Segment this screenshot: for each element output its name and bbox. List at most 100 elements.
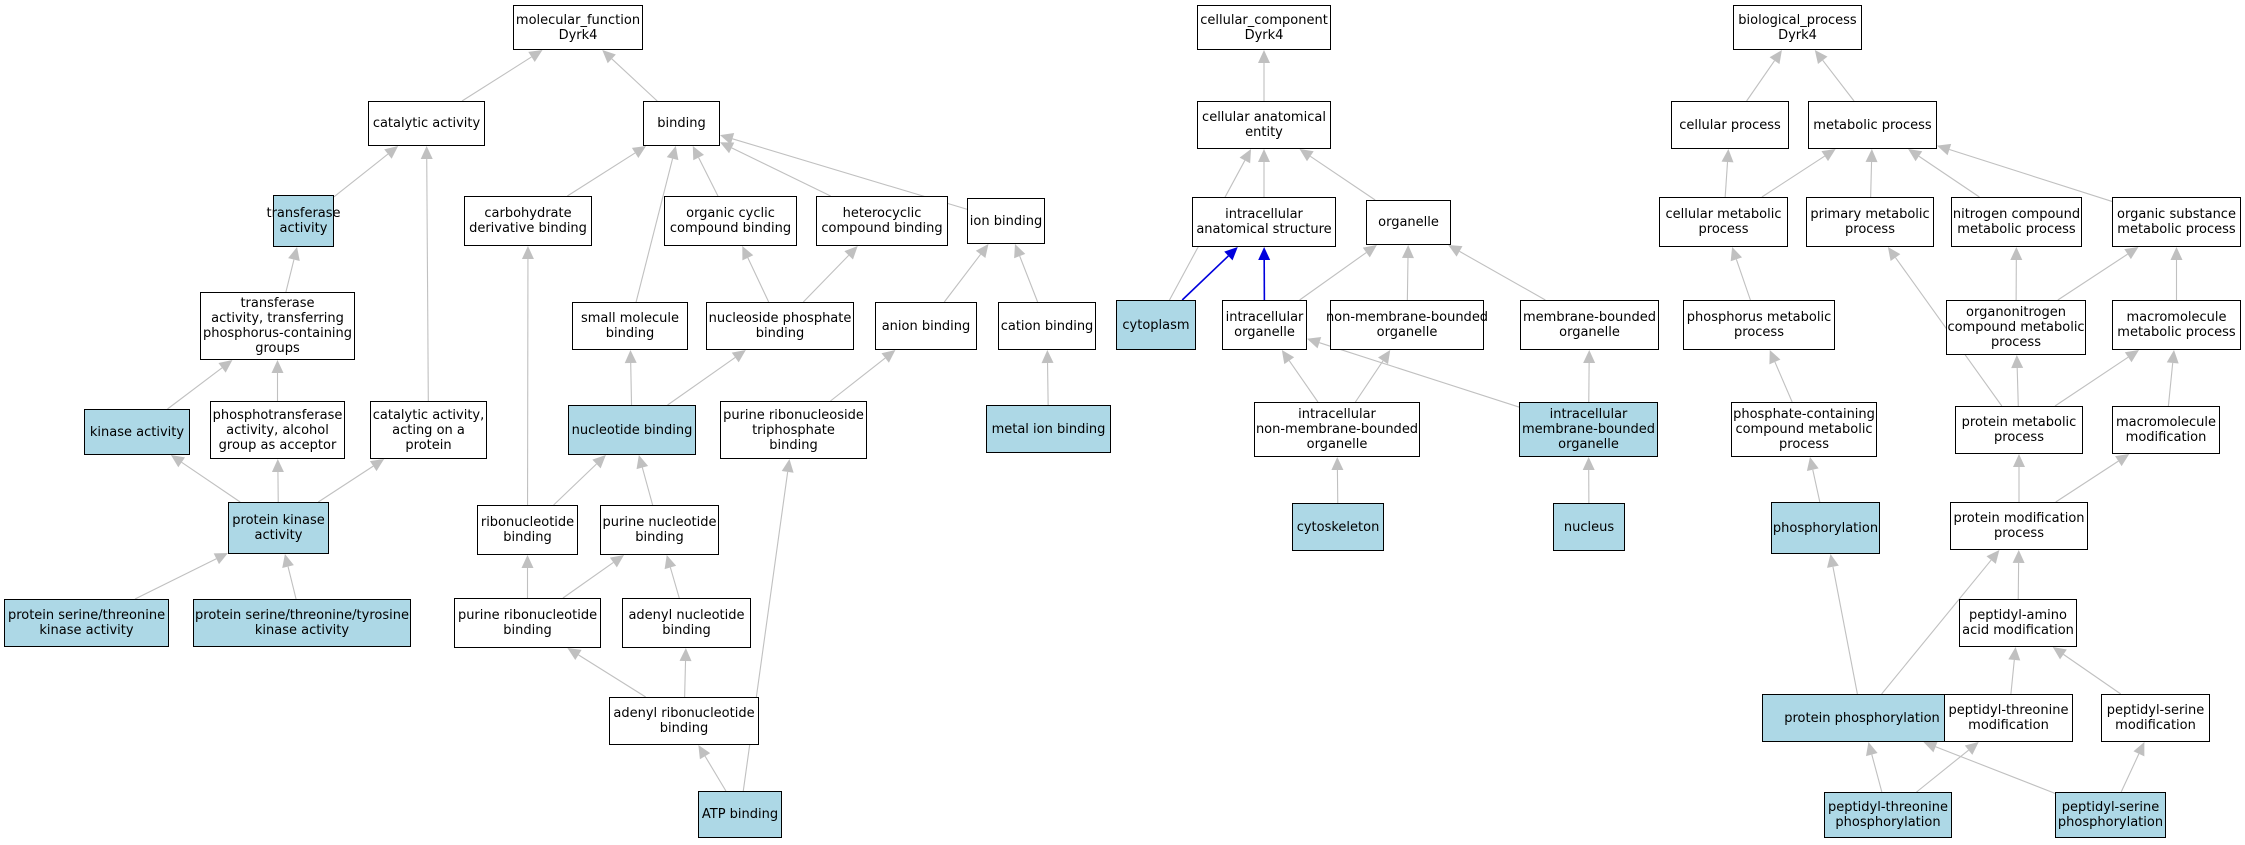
term-label: nitrogen compound xyxy=(1952,207,2081,222)
term-node-anion[interactable]: anion binding xyxy=(875,302,977,350)
edge-arrowhead xyxy=(420,146,433,160)
term-node-catalytic[interactable]: catalytic activity xyxy=(368,101,485,146)
edge-purine_ribo-to-purine_nuc xyxy=(562,562,614,599)
term-label: organic substance xyxy=(2117,207,2236,222)
term-label: binding xyxy=(755,326,805,341)
edge-arrowhead xyxy=(1986,550,2000,564)
term-node-metab[interactable]: metabolic process xyxy=(1808,101,1937,149)
term-node-metal-ion[interactable]: metal ion binding xyxy=(986,405,1111,453)
term-node-nucleotide[interactable]: nucleotide binding xyxy=(568,405,696,455)
edge-catalytic-to-mf_root xyxy=(461,56,532,102)
term-node-ion-binding[interactable]: ion binding xyxy=(967,198,1045,244)
term-node-organelle[interactable]: organelle xyxy=(1366,200,1451,245)
edge-intra_mem-to-intra_org xyxy=(1319,342,1520,408)
term-node-cytoskeleton[interactable]: cytoskeleton xyxy=(1292,503,1384,551)
edge-macro_mod-to-macro_metab xyxy=(2167,362,2174,407)
term-label: peptidyl-threonine xyxy=(1828,800,1948,815)
edge-ser_thr_tyr_kinase-to-protein_kinase xyxy=(287,566,297,600)
edge-organonitro-to-org_sub_metab xyxy=(2057,253,2128,301)
edge-arrowhead xyxy=(1827,554,1839,568)
term-label: ribonucleotide xyxy=(480,515,575,530)
term-node-atp[interactable]: ATP binding xyxy=(698,791,782,838)
edge-metal_ion-to-cation xyxy=(1046,362,1049,406)
edge-cation-to-ion_binding xyxy=(1019,255,1039,303)
term-node-cation[interactable]: cation binding xyxy=(998,302,1096,350)
term-node-binding[interactable]: binding xyxy=(643,101,720,146)
edge-arrowhead xyxy=(1583,350,1596,364)
term-label: compound binding xyxy=(669,221,792,236)
edge-arrowhead xyxy=(1937,143,1952,156)
term-label: process xyxy=(1734,325,1784,340)
term-node-nucleus[interactable]: nucleus xyxy=(1553,503,1625,551)
edge-arrowhead xyxy=(528,50,543,63)
edge-arrowhead xyxy=(1769,50,1782,65)
term-node-prot-phos[interactable]: protein phosphorylation xyxy=(1762,694,1962,742)
edge-arrowhead xyxy=(631,146,647,159)
term-label: non-membrane-bounded xyxy=(1255,422,1419,437)
edge-arrowhead xyxy=(692,146,705,161)
term-node-cell-proc[interactable]: cellular process xyxy=(1671,101,1789,149)
edge-arrowhead xyxy=(844,246,858,260)
term-node-kinase[interactable]: kinase activity xyxy=(84,409,190,455)
term-label: organelle xyxy=(1559,325,1620,340)
edge-arrowhead xyxy=(602,50,616,64)
term-node-phosphorylation[interactable]: phosphorylation xyxy=(1771,502,1880,554)
term-label: non-membrane-bounded xyxy=(1325,310,1489,325)
edge-arrowhead xyxy=(2124,350,2139,363)
term-label: kinase activity xyxy=(254,623,350,638)
edge-prim_metab-to-metab xyxy=(1870,161,1873,198)
edge-arrowhead xyxy=(2133,742,2145,757)
term-label: peptidyl-threonine xyxy=(1948,703,2069,718)
edge-prot_mod-to-macro_mod xyxy=(2055,460,2119,503)
edge-arrowhead xyxy=(1362,245,1377,258)
term-label: kinase activity xyxy=(39,623,134,638)
term-node-cytoplasm[interactable]: cytoplasm xyxy=(1116,300,1196,350)
edge-arrowhead xyxy=(1258,247,1271,261)
term-label: intracellular xyxy=(1298,407,1376,422)
